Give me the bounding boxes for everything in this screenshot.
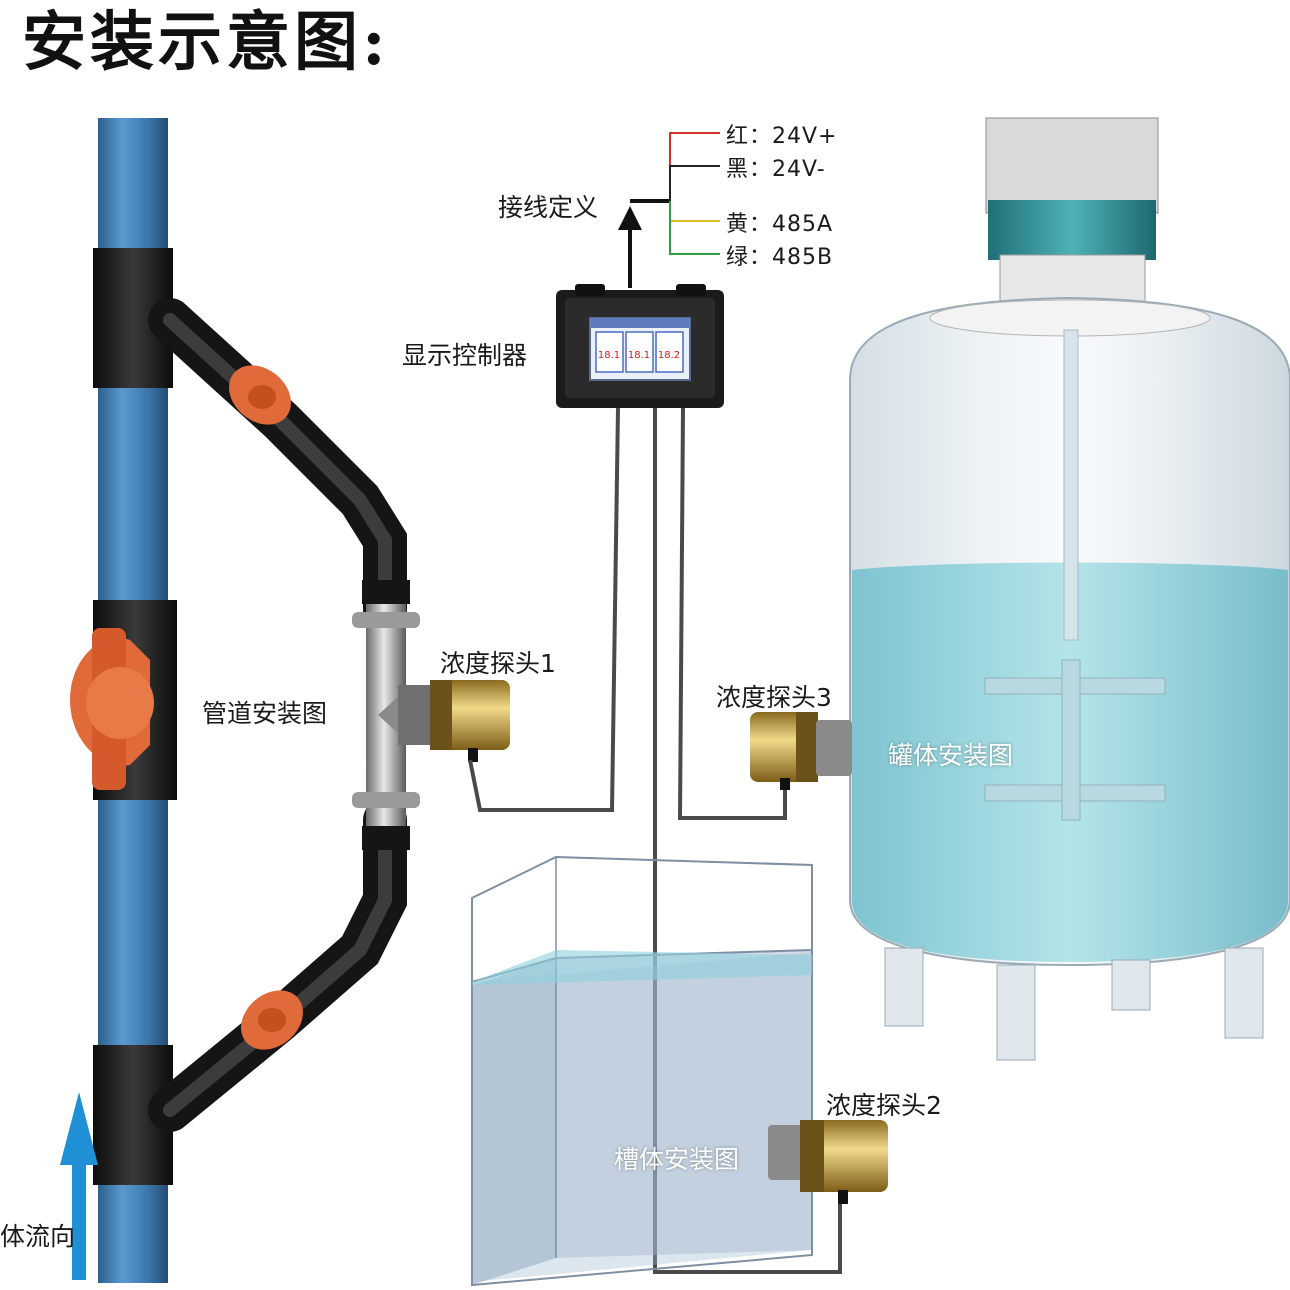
probe-2-label: 浓度探头2	[826, 1091, 942, 1120]
bypass-valve-upper	[229, 365, 291, 425]
wire-yellow-label: 黄：485A	[726, 212, 834, 237]
display-controller-label: 显示控制器	[402, 341, 528, 370]
reading-1: 18.1	[598, 350, 620, 361]
probe-1-label: 浓度探头1	[440, 649, 556, 678]
probe-3	[750, 712, 852, 790]
tank-vessel	[849, 117, 1290, 1061]
flow-direction-label: 体流向	[0, 1222, 76, 1251]
wire-black-label: 黑：24V-	[726, 157, 826, 182]
wire-green-label: 绿：485B	[726, 245, 834, 270]
wiring-lines	[669, 132, 720, 255]
tank-install-label: 罐体安装图	[888, 741, 1014, 770]
probe-cables	[468, 407, 842, 1274]
probe-2	[768, 1120, 888, 1204]
wiring-arrow	[618, 199, 670, 288]
flow-arrow	[60, 1092, 98, 1280]
wire-red-label: 红：24V+	[726, 124, 838, 149]
pipe-install-label: 管道安装图	[202, 699, 328, 728]
probe-3-label: 浓度探头3	[716, 683, 832, 712]
probe-1	[378, 680, 510, 762]
page-title: 安装示意图:	[22, 5, 390, 80]
bypass-valve-lower	[241, 990, 303, 1050]
reading-3: 18.2	[658, 350, 680, 361]
trough-install-label: 槽体安装图	[614, 1145, 740, 1174]
display-controller-box: 18.1 18.1 18.2	[556, 284, 724, 408]
main-valve-handle	[70, 628, 154, 790]
wiring-definition-label: 接线定义	[498, 193, 599, 222]
reading-2: 18.1	[628, 350, 650, 361]
trough	[471, 855, 813, 1287]
